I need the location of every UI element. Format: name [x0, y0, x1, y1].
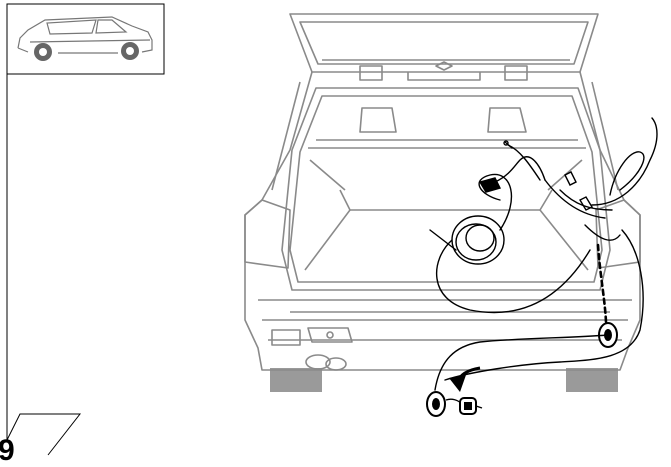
car-rear-open-tailgate-icon — [244, 13, 641, 371]
trailer-socket-connector — [426, 391, 483, 417]
arrow-down-icon — [449, 366, 481, 392]
wiring-harness — [429, 117, 658, 391]
car-side-thumbnail-icon — [6, 3, 165, 75]
step-number: 9 — [0, 434, 15, 467]
page-frame — [6, 4, 82, 456]
ground-shadow — [270, 368, 618, 392]
